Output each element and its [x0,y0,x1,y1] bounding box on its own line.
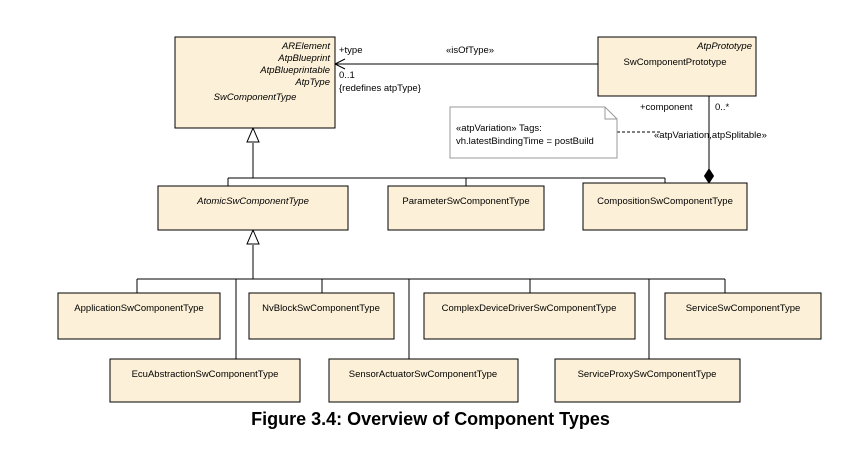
class-name-atomic: AtomicSwComponentType [196,196,309,207]
note-shape [449,106,618,159]
note-line-1: «atpVariation» Tags: [456,123,542,134]
class-sw-component-prototype: AtpPrototype SwComponentPrototype [597,36,757,97]
class-complex-device-driver-sw-component-type: ComplexDeviceDriverSwComponentType [423,292,636,340]
class-name-complex-device-driver: ComplexDeviceDriverSwComponentType [442,303,617,314]
stereotype-atp-type: AtpType [294,77,330,88]
component-multiplicity-label: 0..* [715,102,730,113]
stereotype-atp-prototype: AtpPrototype [696,41,752,52]
class-service-sw-component-type: ServiceSwComponentType [664,292,822,340]
class-name-ecu-abstraction: EcuAbstractionSwComponentType [132,369,279,380]
class-name-service-proxy: ServiceProxySwComponentType [578,369,717,380]
class-nv-block-sw-component-type: NvBlockSwComponentType [248,292,395,340]
type-multiplicity-label: 0..1 [339,70,355,81]
class-application-sw-component-type: ApplicationSwComponentType [57,292,221,340]
type-role-label: +type [339,45,363,56]
class-atomic-sw-component-type: AtomicSwComponentType [157,185,349,231]
component-role-label: +component [640,102,693,113]
figure-caption: Figure 3.4: Overview of Component Types [251,409,610,429]
generalization-arrowhead-sw-component-type [246,126,260,143]
note-line-2: vh.latestBindingTime = postBuild [456,136,594,147]
class-service-proxy-sw-component-type: ServiceProxySwComponentType [554,358,741,403]
class-name-parameter: ParameterSwComponentType [402,196,529,207]
class-ecu-abstraction-sw-component-type: EcuAbstractionSwComponentType [109,358,301,403]
class-name-application: ApplicationSwComponentType [74,303,203,314]
stereotype-atp-blueprint: AtpBlueprint [277,53,330,64]
class-name-nv-block: NvBlockSwComponentType [262,303,380,314]
class-parameter-sw-component-type: ParameterSwComponentType [387,185,545,231]
class-name-sensor-actuator: SensorActuatorSwComponentType [349,369,497,380]
is-of-type-stereotype-label: «isOfType» [446,45,494,56]
redefines-constraint-label: {redefines atpType} [339,83,421,94]
class-composition-sw-component-type: CompositionSwComponentType [582,182,748,231]
stereotype-atp-blueprintable: AtpBlueprintable [259,65,330,76]
class-sw-component-type: ARElement AtpBlueprint AtpBlueprintable … [174,36,336,129]
class-name-composition: CompositionSwComponentType [597,196,733,207]
note-fold [604,107,617,120]
atp-variation-splitable-label: «atpVariation,atpSplitable» [654,130,767,141]
generalization-arrowhead-atomic [246,228,260,245]
variation-note: «atpVariation» Tags: vh.latestBindingTim… [449,106,618,159]
class-name-sw-component-type: SwComponentType [214,92,297,103]
class-name-sw-component-prototype: SwComponentPrototype [624,57,727,68]
class-sensor-actuator-sw-component-type: SensorActuatorSwComponentType [328,358,519,403]
composition-diamond-icon [703,168,715,184]
class-name-service: ServiceSwComponentType [686,303,801,314]
stereotype-ar-element: ARElement [281,41,330,52]
